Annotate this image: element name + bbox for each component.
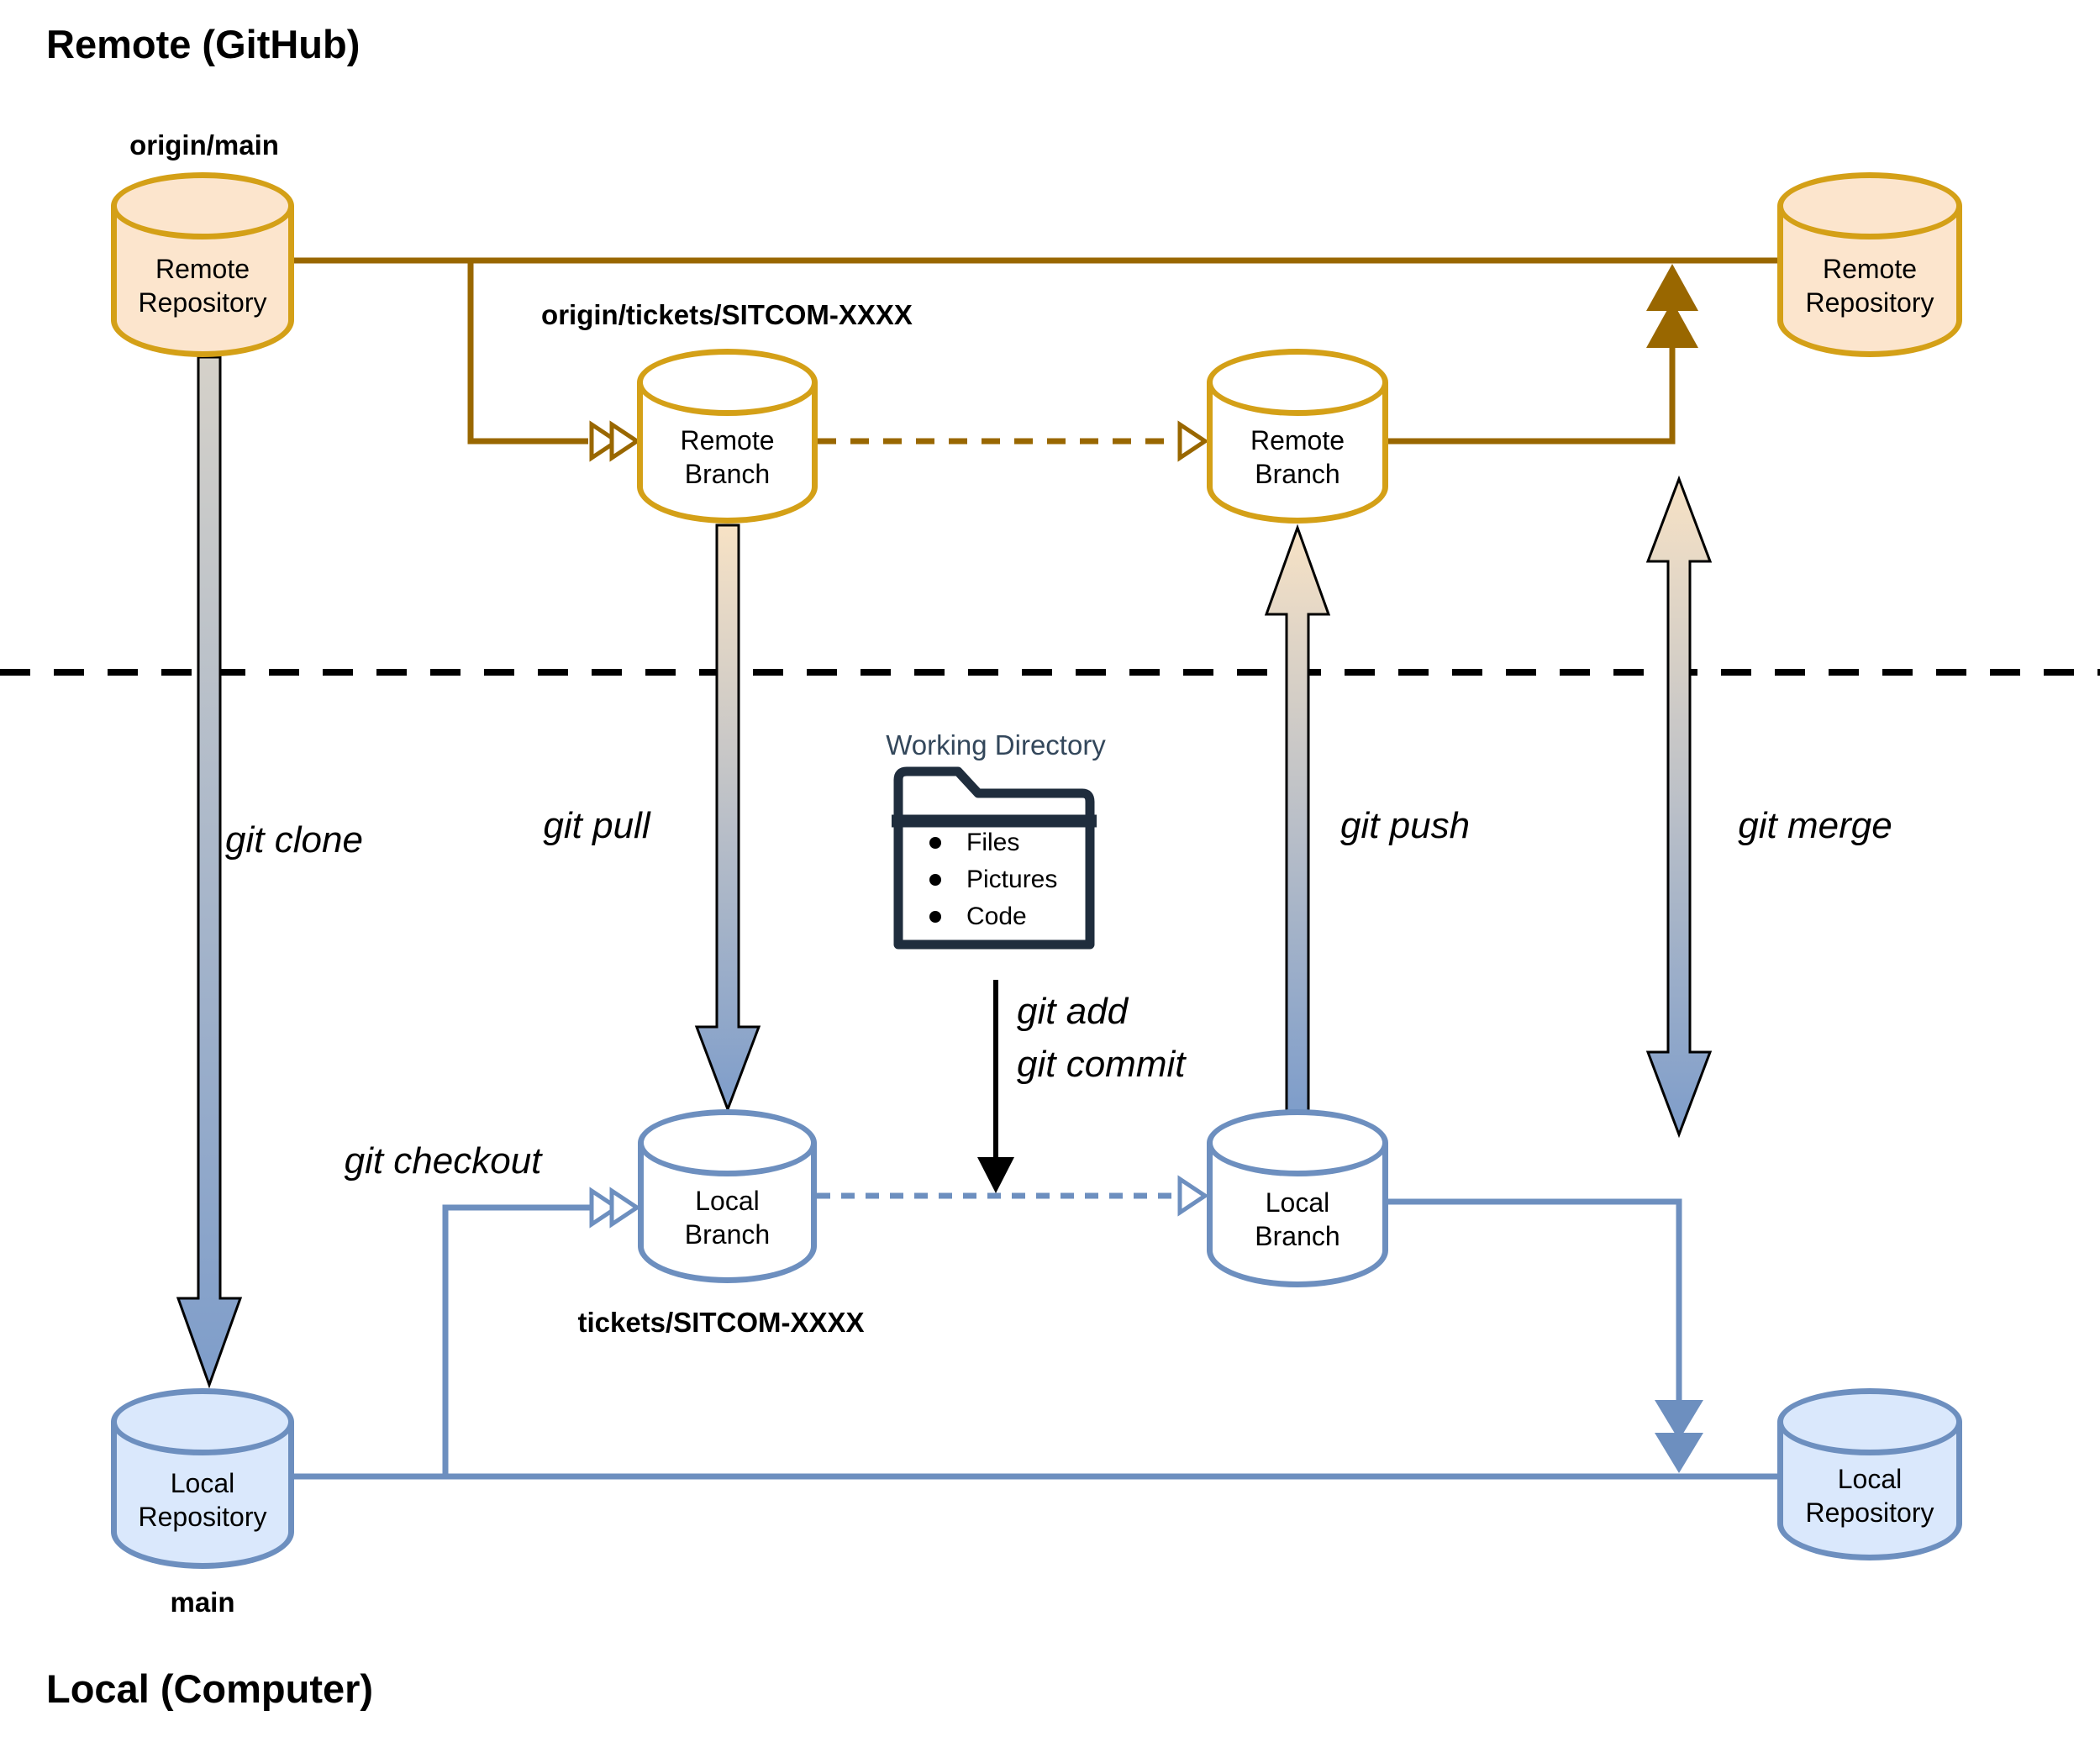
git-add-commit-arrow xyxy=(977,980,1014,1193)
remote-branch-1-cylinder: Remote Branch xyxy=(637,349,818,524)
working-directory-item: Pictures xyxy=(966,866,1058,893)
main-tag: main xyxy=(170,1587,235,1618)
remote-branch-1-label: Remote Branch xyxy=(680,425,775,489)
git-clone-label: git clone xyxy=(225,819,363,860)
folder-icon xyxy=(892,766,1097,950)
remote-section-title: Remote (GitHub) xyxy=(46,22,361,66)
cylinder-top xyxy=(111,172,294,239)
cylinder-top xyxy=(1777,172,1962,239)
bullet-icon xyxy=(929,837,941,849)
cylinder-top xyxy=(637,349,818,416)
remote-repository-right-label: Remote Repository xyxy=(1805,254,1934,318)
merge-into-main-connector xyxy=(1388,264,1698,445)
local-branch-2-label: Local Branch xyxy=(1255,1187,1340,1251)
git-add-label: git add xyxy=(1017,991,1129,1032)
cylinder-top xyxy=(1207,349,1388,416)
git-clone-arrow xyxy=(176,355,243,1389)
bullet-icon xyxy=(929,911,941,923)
git-checkout-connector xyxy=(442,1187,641,1476)
local-branch-1-label: Local Branch xyxy=(684,1185,771,1250)
git-pull-label: git pull xyxy=(543,805,650,846)
git-merge-arrow xyxy=(1645,475,1713,1139)
local-repository-left-label: Local Repository xyxy=(138,1467,267,1532)
local-branch-1-cylinder: Local Branch xyxy=(638,1109,817,1283)
git-checkout-label: git checkout xyxy=(344,1140,542,1182)
git-push-label: git push xyxy=(1339,805,1471,846)
cylinder-top xyxy=(638,1109,817,1176)
local-branch-progress-connector xyxy=(817,1175,1209,1217)
working-directory-item: Files xyxy=(966,829,1020,856)
remote-repository-left-cylinder: Remote Repository xyxy=(111,172,294,357)
local-branch-to-repo-connector xyxy=(1388,1198,1703,1473)
remote-branch-2-label: Remote Branch xyxy=(1250,425,1345,489)
local-repository-right-label: Local Repository xyxy=(1805,1463,1934,1528)
git-push-arrow xyxy=(1264,524,1331,1113)
git-pull-arrow xyxy=(694,524,761,1113)
cylinder-top xyxy=(111,1388,294,1455)
cylinder-top xyxy=(1207,1109,1388,1176)
remote-repository-left-label: Remote Repository xyxy=(138,254,267,318)
remote-branch-2-cylinder: Remote Branch xyxy=(1207,349,1388,524)
remote-repository-right-cylinder: Remote Repository xyxy=(1777,172,1962,357)
git-commit-label: git commit xyxy=(1017,1044,1186,1085)
local-section-title: Local (Computer) xyxy=(46,1666,374,1711)
working-directory-item: Code xyxy=(966,903,1027,930)
local-branch-2-cylinder: Local Branch xyxy=(1207,1109,1388,1287)
origin-tickets-tag: origin/tickets/SITCOM-XXXX xyxy=(541,299,913,330)
tickets-tag: tickets/SITCOM-XXXX xyxy=(577,1307,865,1338)
git-merge-label: git merge xyxy=(1738,805,1892,846)
local-repository-left-cylinder: Local Repository xyxy=(111,1388,294,1569)
remote-branch-progress-connector xyxy=(818,420,1209,462)
cylinder-top xyxy=(1777,1388,1962,1455)
local-repository-right-cylinder: Local Repository xyxy=(1777,1388,1962,1560)
bullet-icon xyxy=(929,874,941,886)
working-directory-title: Working Directory xyxy=(886,729,1106,760)
branch-creation-connector xyxy=(467,261,641,462)
origin-main-tag: origin/main xyxy=(129,129,279,161)
